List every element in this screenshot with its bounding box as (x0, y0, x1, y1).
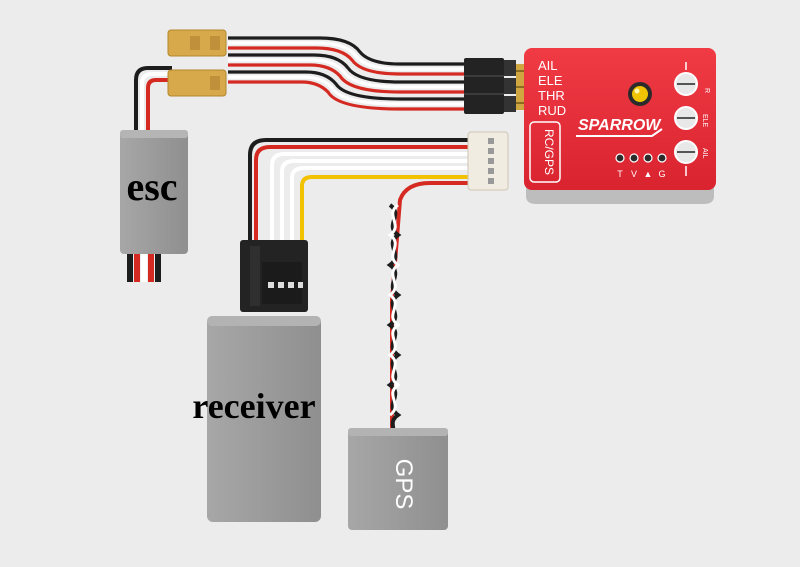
esc-output-leads (127, 252, 161, 282)
receiver-label: receiver (192, 386, 315, 426)
label-rud: RUD (538, 103, 566, 118)
channel-plug-block (464, 58, 516, 114)
esc-power-connector-top (167, 29, 227, 57)
pin-label-t: T (617, 169, 623, 179)
controller-board (524, 48, 716, 190)
trim-pot-ail[interactable]: AIL (674, 140, 708, 176)
channel-cable-3 (228, 70, 470, 111)
rc-gps-port-label: RC/GPS (529, 121, 561, 183)
receiver-module: receiver (192, 240, 321, 522)
channel-cable-1 (228, 36, 470, 76)
pot-label-r: R (703, 88, 710, 93)
receiver-cable (248, 138, 470, 243)
pin-label-arrow: ▲ (644, 169, 653, 179)
trim-pot-ele[interactable]: ELE (674, 106, 708, 130)
trim-pot-r[interactable]: R (674, 62, 710, 96)
esc-wire-bundle (134, 66, 172, 135)
esc-label: esc (126, 164, 177, 209)
rc-gps-plug (467, 131, 509, 191)
brand-label: SPARROW (578, 117, 662, 134)
pot-label-ele: ELE (701, 114, 708, 128)
gps-twisted-cable (386, 181, 470, 434)
label-ele: ELE (538, 73, 563, 88)
pot-label-ail: AIL (701, 148, 708, 159)
flight-controller: AIL ELE THR RUD RC/GPS SPARROW T V ▲ G (524, 48, 716, 204)
label-ail: AIL (538, 58, 558, 73)
pin-label-g: G (658, 169, 665, 179)
pin-header-row: T V ▲ G (615, 153, 667, 179)
pin-label-v: V (631, 169, 637, 179)
status-led (628, 82, 652, 106)
receiver-servo-plug (240, 240, 308, 312)
channel-cable-2 (228, 53, 470, 94)
gps-label: GPS (390, 459, 417, 510)
gps-module: GPS (348, 428, 448, 530)
rc-gps-label: RC/GPS (542, 129, 556, 175)
esc-power-connector-bottom (167, 69, 227, 97)
label-thr: THR (538, 88, 565, 103)
header-pins (516, 64, 526, 110)
esc-module: esc (120, 130, 188, 254)
